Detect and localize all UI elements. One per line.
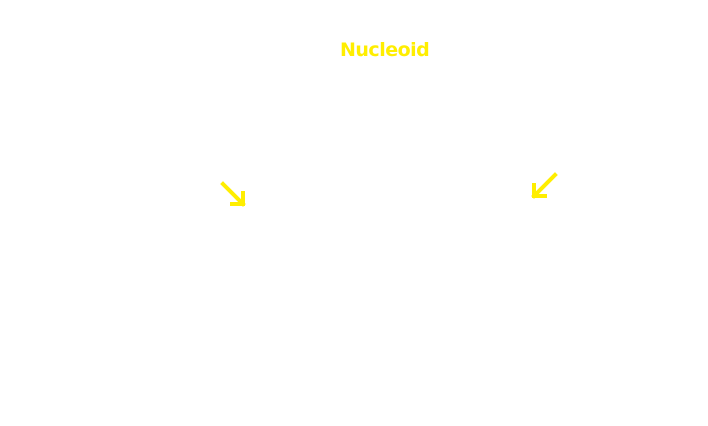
arrow-left-icon: [220, 181, 246, 207]
nucleoid-label: Nucleoid: [340, 39, 430, 61]
arrow-right-icon: [531, 172, 558, 199]
